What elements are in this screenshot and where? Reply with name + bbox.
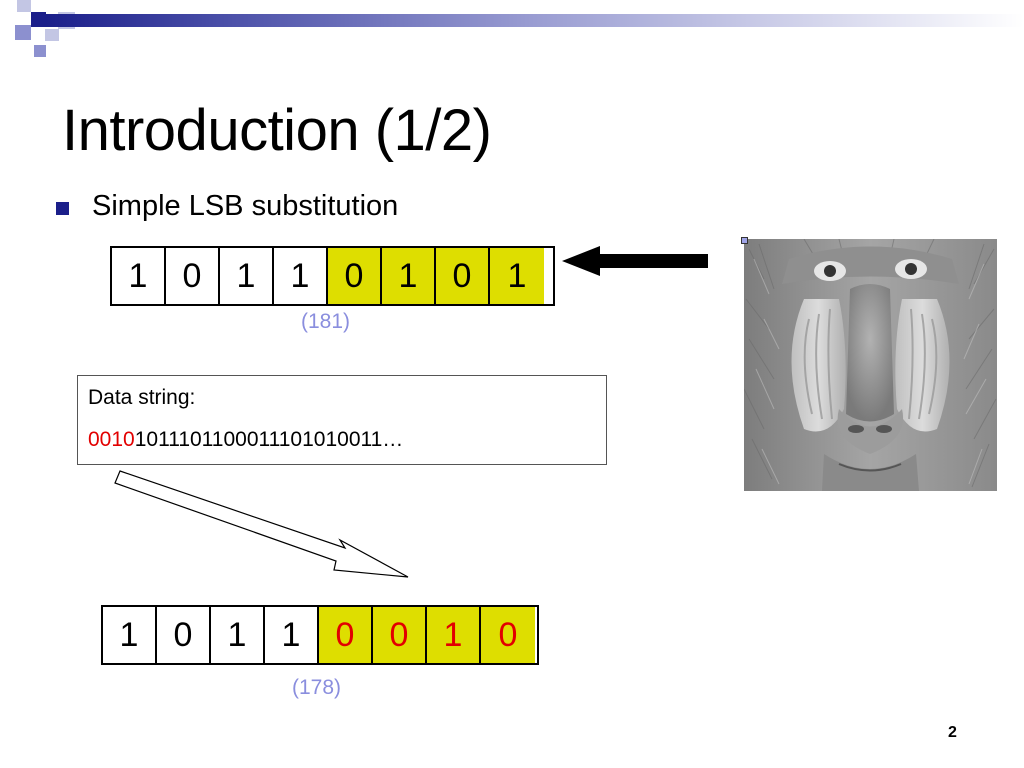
original-bit-cell: 0 (166, 248, 220, 304)
original-bit-cell: 0 (436, 248, 490, 304)
stego-bit-cell: 0 (157, 607, 211, 663)
slide-title: Introduction (1/2) (62, 98, 492, 163)
corner-square (15, 25, 31, 40)
corner-square (45, 29, 59, 41)
stego-bit-cell: 1 (103, 607, 157, 663)
original-bit-cell: 1 (490, 248, 544, 304)
data-string-box: Data string: 00101011101100011101010011… (77, 375, 607, 465)
bullet-text: Simple LSB substitution (92, 190, 399, 222)
selection-handle (741, 237, 748, 244)
stego-bit-cell: 0 (319, 607, 373, 663)
left-arrow-icon (562, 246, 708, 276)
stego-bit-cell: 0 (373, 607, 427, 663)
original-bit-cell: 1 (220, 248, 274, 304)
original-bit-cell: 1 (274, 248, 328, 304)
original-bit-cell: 0 (328, 248, 382, 304)
bullet-square-icon (56, 202, 69, 215)
original-bit-cell: 1 (382, 248, 436, 304)
corner-square (17, 0, 31, 12)
stego-bit-cell: 1 (265, 607, 319, 663)
data-string-bits: 00101011101100011101010011… (88, 427, 596, 453)
data-string-remaining-bits: 1011101100011101010011… (134, 428, 404, 451)
corner-square (34, 45, 46, 57)
corner-square (31, 12, 46, 27)
data-string-label: Data string: (88, 386, 196, 409)
page-number: 2 (948, 724, 957, 741)
stego-bit-cell: 0 (481, 607, 535, 663)
stego-bit-cell: 1 (211, 607, 265, 663)
stego-pixel-value: (178) (292, 676, 342, 699)
original-bit-cell: 1 (112, 248, 166, 304)
baboon-image (744, 239, 997, 491)
header-gradient-bar (46, 14, 1024, 27)
original-pixel-value: (181) (301, 310, 351, 333)
data-string-highlighted-bits: 0010 (88, 428, 135, 451)
stego-bit-cell: 1 (427, 607, 481, 663)
down-right-arrow-icon (114, 470, 409, 578)
